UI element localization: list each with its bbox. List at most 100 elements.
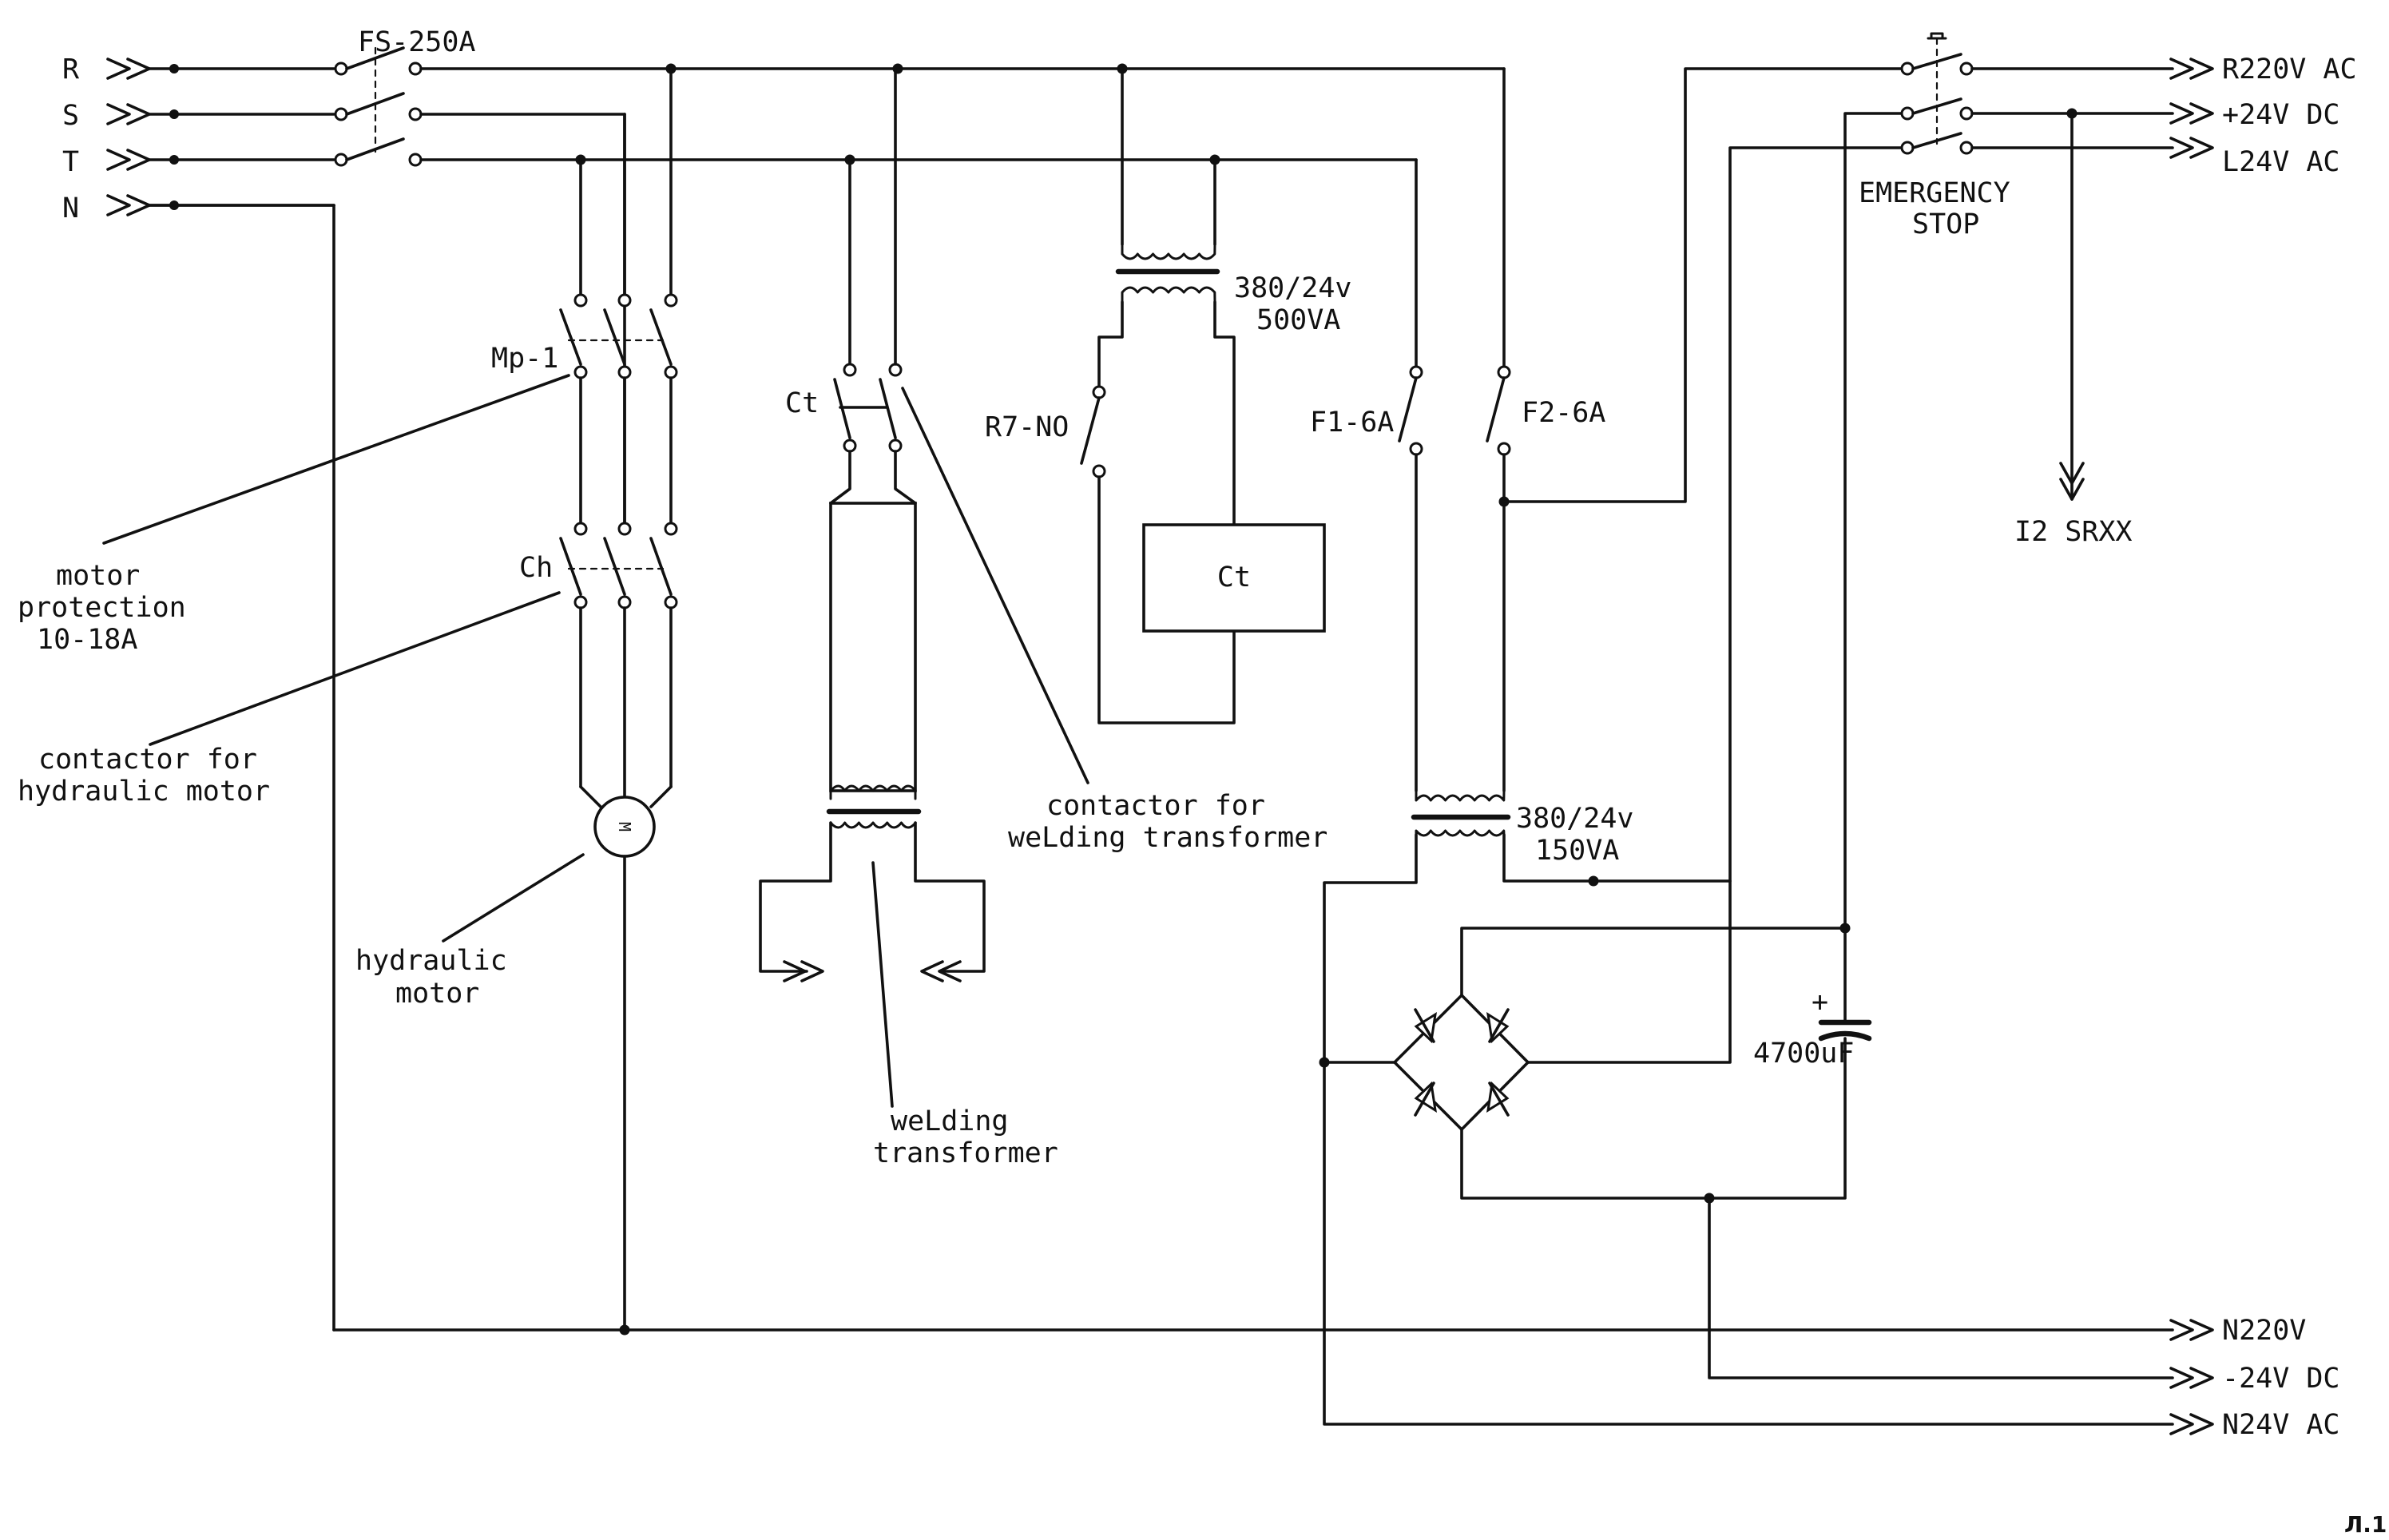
control-tr2-secondary-coil: [1415, 829, 1506, 837]
output-r220-label: R220V AC: [2222, 54, 2357, 85]
rectifier-bridge: [1323, 146, 2214, 1389]
motor-protection-ref-label: Mp-1: [491, 343, 558, 375]
bridge-outline: [1392, 993, 1530, 1132]
callout-motor-protection-3: 10-18A: [37, 624, 137, 656]
transformer-2-power-label: 150VA: [1535, 835, 1619, 867]
callout-leader-welding-transformer: [871, 861, 894, 1108]
output-arrow-n24ac: [2169, 1413, 2194, 1435]
ct-coil: [1142, 523, 1326, 633]
phase-t-label: T: [62, 146, 79, 178]
fuses-f1-f2: F1-6A F2-6A: [1310, 67, 1903, 792]
input-arrow-r: [106, 58, 131, 80]
bus-lines: [148, 63, 2214, 1341]
output-arrow-minus24dc-2: [2189, 1367, 2214, 1389]
callout-hydraulic-contactor-1: contactor for: [38, 744, 257, 776]
supply-inputs: R S T N: [62, 54, 335, 224]
phase-r-label: R: [62, 54, 80, 85]
callouts: motor protection 10-18A contactor for hy…: [18, 374, 1327, 1169]
phase-n-label: N: [62, 192, 79, 224]
bridge-diode-4: [1486, 1081, 1510, 1117]
welding-output-arrow-left-2: [800, 960, 824, 982]
control-tr1-primary-coil: [1121, 243, 1216, 260]
welding-secondary-coil: [829, 821, 917, 829]
input-arrow-t-2: [126, 149, 151, 171]
callout-motor-protection-1: motor: [56, 560, 140, 592]
phase-s-label: S: [62, 100, 79, 132]
welding-contactor-ref-label: Ct: [785, 387, 819, 419]
output-arrow-plus24dc-2: [2189, 102, 2214, 125]
output-arrow-r220-2: [2189, 58, 2214, 80]
capacitor-label: 4700uF: [1753, 1038, 1854, 1070]
output-i2-label: I2 SRXX: [2014, 516, 2133, 548]
bridge-diode-2: [1486, 1008, 1510, 1044]
welding-output-arrow-right-2: [938, 960, 962, 982]
motor-protection-mp1: Mp-1: [491, 67, 678, 526]
input-arrow-t: [106, 149, 131, 171]
capacitor-4700uf: + 4700uF: [1753, 112, 1903, 1070]
output-l24ac-label: L24V AC: [2222, 146, 2340, 178]
relay-r7-and-ct-coil: R7-NO Ct: [985, 385, 1326, 724]
relay-contact-ref-label: R7-NO: [985, 411, 1069, 443]
output-arrow-minus24dc: [2169, 1367, 2194, 1389]
callout-welding-contactor-1: contactor for: [1046, 790, 1265, 822]
bridge-diode-3: [1414, 1081, 1437, 1117]
welding-primary-coil: [829, 784, 917, 800]
fuse-2-label: F2-6A: [1522, 397, 1605, 429]
output-arrow-n24ac-2: [2189, 1413, 2214, 1435]
control-transformer-500va: 380/24v 500VA: [1097, 67, 1352, 526]
input-arrow-n: [106, 194, 131, 216]
main-switch-fs250a: FS-250A: [334, 26, 476, 167]
emergency-stop-label-2: STOP: [1912, 208, 1979, 240]
motor-letter: M: [615, 822, 634, 832]
callout-leader-hydraulic-motor: [442, 853, 585, 943]
input-arrow-s: [106, 103, 131, 125]
callout-leader-hydraulic-contactor: [149, 591, 561, 746]
input-arrow-s-2: [126, 103, 151, 125]
callout-hydraulic-contactor-2: hydraulic motor: [18, 776, 270, 808]
output-arrow-n220: [2169, 1319, 2194, 1341]
welding-output-arrow-left: [783, 960, 807, 982]
output-n220-label: N220V: [2222, 1315, 2306, 1347]
welding-contactor-ct: Ct: [785, 67, 917, 505]
callout-welding-transformer-1: weLding: [891, 1105, 1009, 1137]
callout-welding-contactor-2: weLding transformer: [1008, 822, 1327, 854]
hydraulic-motor: M: [593, 796, 656, 1332]
output-minus24dc-label: -24V DC: [2222, 1363, 2340, 1395]
transformer-1-ratio-label: 380/24v: [1234, 272, 1352, 304]
welding-output-arrow-right: [920, 960, 944, 982]
emergency-stop-label-1: EMERGENCY: [1859, 177, 2010, 209]
output-arrow-plus24dc: [2169, 102, 2194, 125]
output-arrow-l24ac: [2169, 137, 2194, 159]
main-fuse-label: FS-250A: [358, 26, 476, 58]
output-arrow-i2: [2059, 462, 2085, 485]
control-transformer-150va: 380/24v 150VA: [1319, 789, 2214, 1435]
input-arrow-r-2: [126, 58, 151, 80]
output-arrow-r220: [2169, 58, 2194, 80]
callout-leader-motor-protection: [102, 374, 570, 545]
callout-leader-welding-contactor: [901, 387, 1089, 784]
bridge-diode-1: [1414, 1008, 1437, 1044]
hydraulic-contactor-ref-label: Ch: [519, 552, 553, 584]
transformer-2-ratio-label: 380/24v: [1516, 803, 1634, 835]
emergency-stop: EMERGENCY STOP: [1859, 32, 2010, 240]
control-tr2-primary-coil: [1415, 789, 1506, 802]
input-arrow-n-2: [126, 194, 151, 216]
callout-hydraulic-motor-1: hydraulic: [355, 945, 507, 977]
output-arrow-i2-2: [2059, 478, 2085, 501]
fuse-1-label: F1-6A: [1310, 407, 1394, 439]
output-arrow-n220-2: [2189, 1319, 2214, 1341]
capacitor-polarity-label: +: [1812, 986, 1828, 1018]
welding-transformer: [759, 502, 986, 982]
hydraulic-contactor-ch: Ch: [519, 522, 678, 808]
ct-coil-label: Ct: [1217, 562, 1251, 593]
sheet-number: Л.1: [2344, 1511, 2387, 1538]
callout-welding-transformer-2: transformer: [873, 1137, 1058, 1169]
output-arrow-l24ac-2: [2189, 137, 2214, 159]
output-terminals: R220V AC +24V DC L24V AC I2 SRXX N220V -…: [1970, 54, 2357, 1441]
output-n24ac-label: N24V AC: [2222, 1409, 2340, 1441]
control-tr1-secondary-coil: [1121, 286, 1216, 304]
transformer-1-power-label: 500VA: [1256, 304, 1340, 336]
callout-motor-protection-2: protection: [18, 592, 186, 624]
callout-hydraulic-motor-2: motor: [395, 978, 479, 1010]
